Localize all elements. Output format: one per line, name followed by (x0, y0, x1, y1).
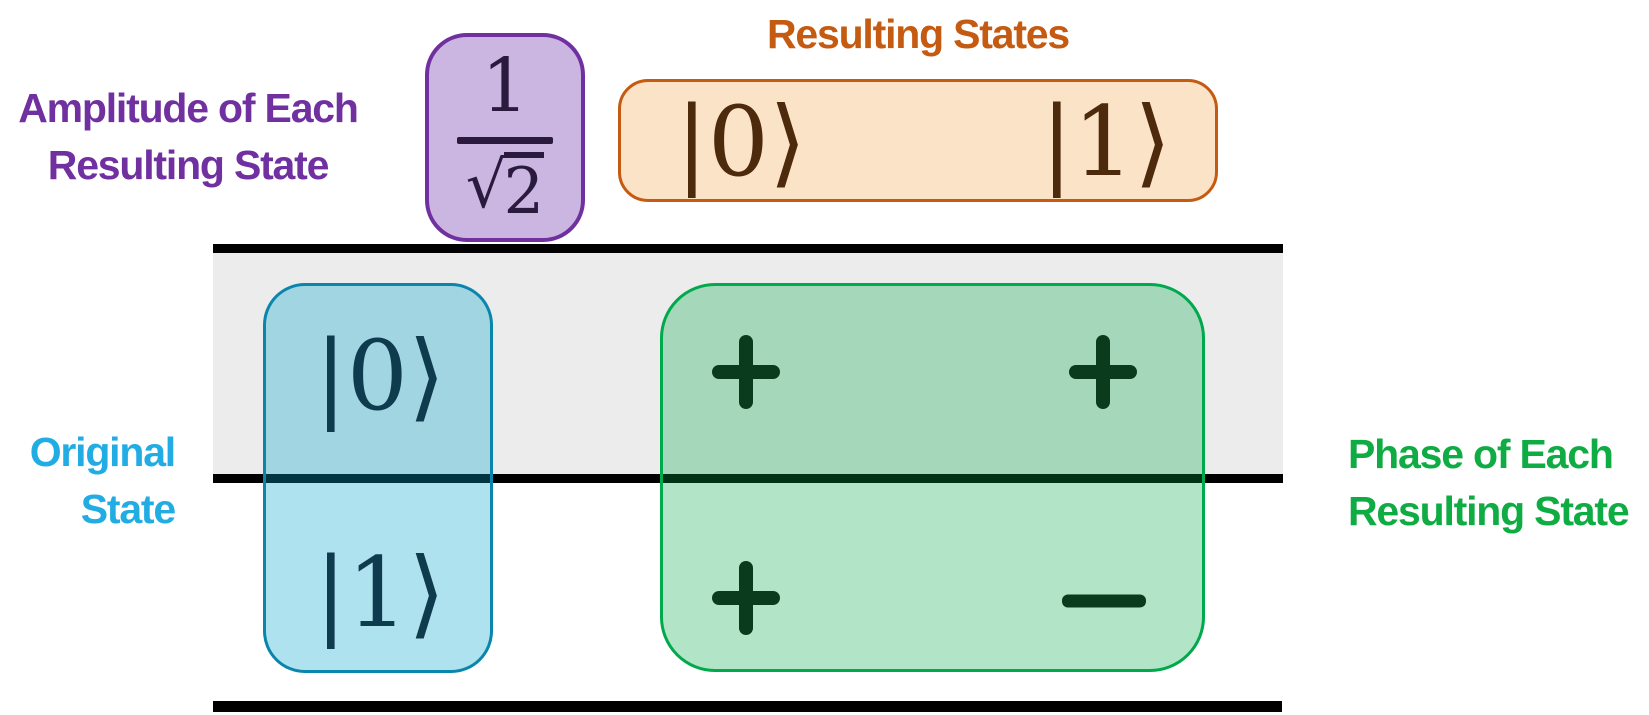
table-bottom-rule (213, 701, 1282, 712)
original-state-label: Original State (10, 424, 177, 538)
fraction-numerator: 1 (481, 43, 529, 129)
amplitude-label-line2: Resulting State (47, 142, 330, 188)
radicand: 2 (503, 152, 545, 224)
original-state-ket-0: |0⟩ (314, 320, 446, 432)
original-states-box (263, 283, 493, 673)
amplitude-label: Amplitude of Each Resulting State (8, 80, 368, 194)
phase-sign-r1c1 (1062, 564, 1146, 638)
original-state-label-line1: Original (29, 429, 177, 475)
amplitude-box: 1 √ 2 (425, 33, 585, 242)
resulting-state-ket-0: |0⟩ (675, 86, 807, 198)
phase-sign-r0c1 (1069, 335, 1137, 409)
original-state-label-line2: State (80, 486, 176, 532)
phase-sign-r1c0 (712, 561, 780, 635)
fraction-bar (457, 137, 553, 144)
table-middle-rule (213, 474, 1283, 483)
resulting-states-box (618, 79, 1218, 202)
phase-label-line1: Phase of Each (1348, 431, 1614, 477)
amplitude-label-line1: Amplitude of Each (18, 85, 359, 131)
resulting-state-ket-1: |1⟩ (1040, 86, 1172, 198)
fraction-denominator: √ 2 (466, 152, 545, 224)
resulting-states-label: Resulting States (766, 11, 1070, 57)
phase-label-line2: Resulting State (1348, 488, 1630, 534)
radical-sign: √ (465, 149, 507, 223)
phase-label: Phase of Each Resulting State (1348, 426, 1630, 540)
phase-sign-r0c0 (712, 335, 780, 409)
table-top-rule (213, 244, 1283, 253)
original-state-ket-1: |1⟩ (314, 537, 446, 649)
